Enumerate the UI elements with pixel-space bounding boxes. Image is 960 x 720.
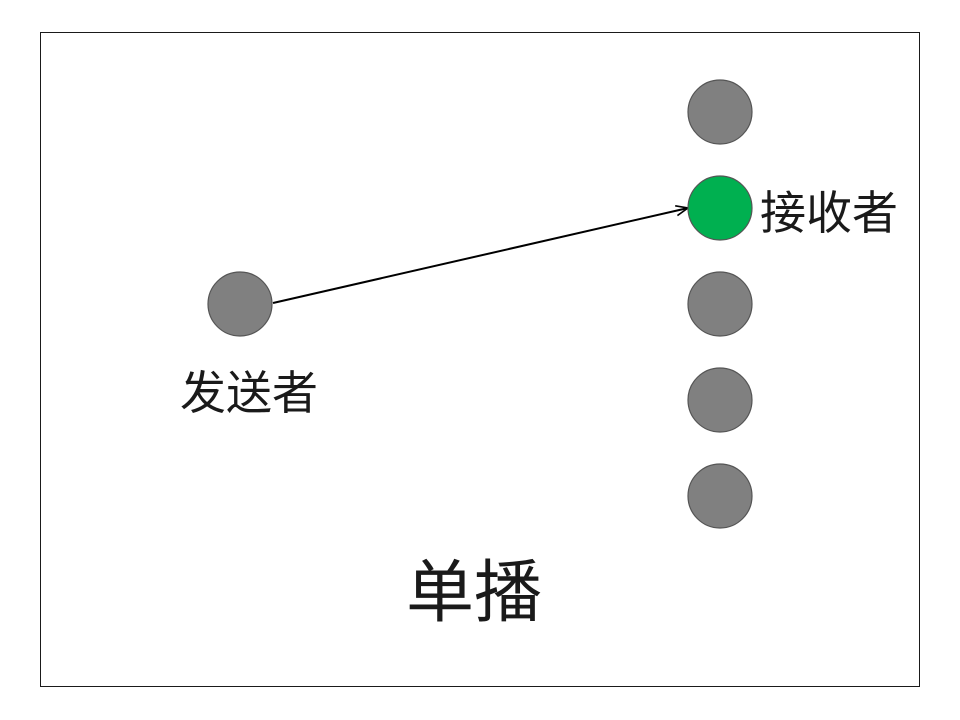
receiver-node xyxy=(687,463,753,529)
diagram-title: 单播 xyxy=(406,554,543,633)
receiver-column xyxy=(687,79,753,529)
receiver-node xyxy=(687,79,753,145)
receiver-node xyxy=(687,271,753,337)
receiver-node-active xyxy=(687,175,753,241)
receiver-label: 接收者 xyxy=(760,186,898,240)
sender-node xyxy=(207,271,273,337)
diagram-frame xyxy=(40,32,920,687)
unicast-arrow xyxy=(272,208,688,304)
sender-label: 发送者 xyxy=(180,366,318,420)
receiver-node xyxy=(687,367,753,433)
